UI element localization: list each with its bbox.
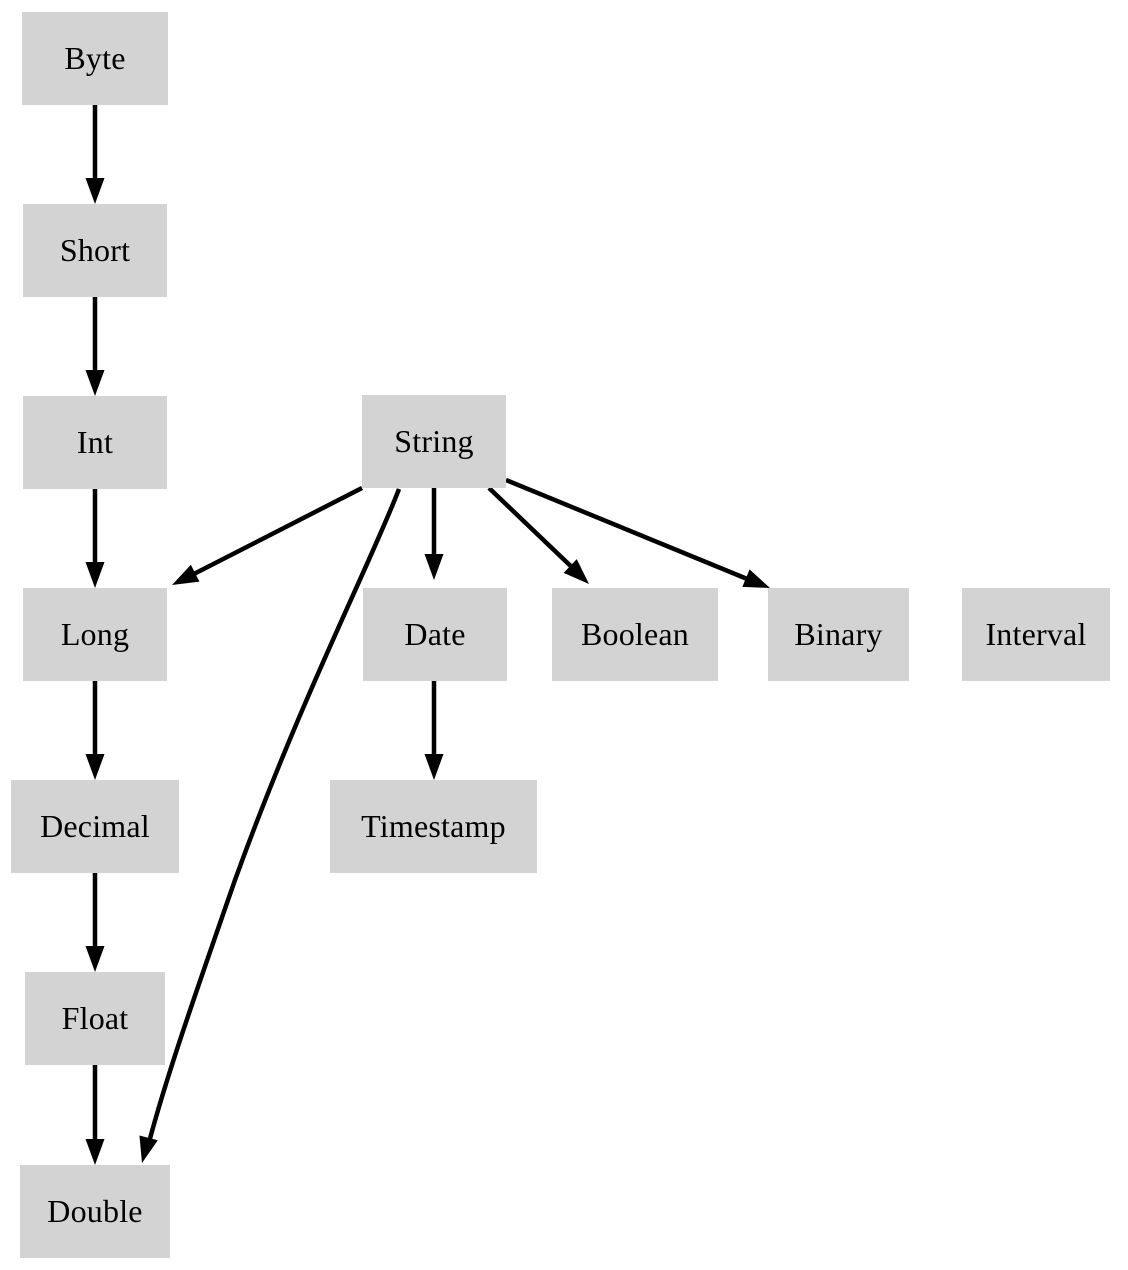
node-label: Boolean [580, 615, 690, 652]
node-label: Byte [64, 39, 126, 76]
node-label: Float [61, 999, 129, 1036]
arrowhead-date-timestamp [424, 754, 444, 780]
edge-string-boolean [487, 486, 580, 575]
node-date[interactable]: Date [363, 588, 507, 681]
arrowhead-float-double [85, 1139, 105, 1165]
node-short[interactable]: Short [23, 204, 167, 297]
node-byte[interactable]: Byte [22, 12, 168, 105]
node-label: Double [47, 1192, 143, 1229]
node-binary[interactable]: Binary [768, 588, 909, 681]
node-timestamp[interactable]: Timestamp [330, 780, 537, 873]
arrowhead-decimal-float [85, 946, 105, 972]
edge-string-long [184, 485, 364, 581]
arrowhead-int-long [85, 562, 105, 588]
node-boolean[interactable]: Boolean [552, 588, 718, 681]
arrowhead-short-int [85, 370, 105, 396]
node-string[interactable]: String [362, 395, 506, 488]
edge-string-binary [505, 477, 758, 586]
node-label: Timestamp [361, 807, 506, 844]
arrowhead-string-date [424, 554, 444, 580]
arrowhead-long-decimal [85, 754, 105, 780]
node-label: Long [60, 615, 130, 652]
node-long[interactable]: Long [23, 588, 167, 681]
node-int[interactable]: Int [23, 396, 167, 489]
node-label: Date [404, 615, 466, 652]
node-label: Short [59, 231, 131, 268]
node-label: Int [76, 423, 114, 460]
node-label: Decimal [40, 807, 150, 844]
arrowhead-string-double [139, 1135, 158, 1163]
node-label: Binary [794, 615, 883, 652]
arrowhead-byte-short [85, 178, 105, 204]
node-decimal[interactable]: Decimal [11, 780, 179, 873]
arrowhead-string-boolean [563, 559, 589, 584]
node-interval[interactable]: Interval [962, 588, 1110, 681]
node-double[interactable]: Double [20, 1165, 170, 1258]
node-label: Interval [985, 615, 1087, 652]
arrowhead-string-long [172, 564, 200, 585]
node-float[interactable]: Float [25, 972, 165, 1065]
node-label: String [394, 422, 474, 459]
